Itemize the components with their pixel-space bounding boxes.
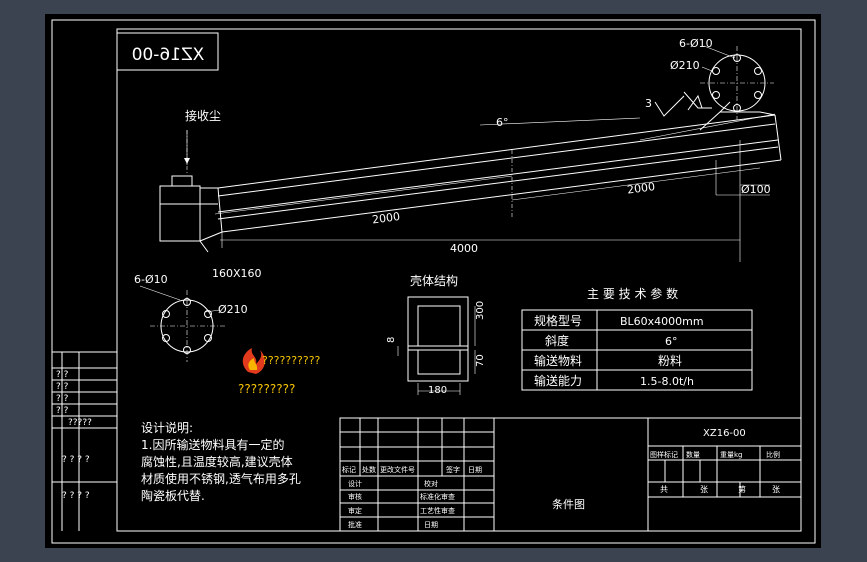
- tb-top-label-0: 图样标记: [650, 450, 678, 459]
- param-value-1: 6°: [665, 335, 678, 348]
- shell-dim-8: 8: [386, 337, 397, 343]
- code-box-text: XZ16-00: [132, 45, 205, 65]
- flange-top-holes-label: 6-Ø10: [679, 37, 713, 50]
- shell-section: [397, 296, 476, 395]
- param-value-2: 粉料: [658, 354, 682, 368]
- tb-role-2: 审定: [348, 506, 362, 515]
- watermark-line2: ?????????: [238, 382, 295, 396]
- tb-role2-3: 日期: [424, 521, 438, 529]
- tb-top-label-1: 数量: [686, 450, 700, 459]
- code-box: XZ16-00: [116, 32, 219, 71]
- tb-rev-header-1: 处数: [362, 465, 376, 474]
- shell-dim-180: 180: [428, 385, 447, 396]
- tb-rev-header-3: 签字: [446, 465, 460, 474]
- title-block: [339, 417, 802, 532]
- left-strip-cell-0: ? ?: [56, 370, 69, 380]
- design-notes-title: 设计说明:: [141, 420, 193, 435]
- tb-rev-header-2: 更改文件号: [380, 465, 415, 474]
- left-strip-cell-2: ? ?: [56, 394, 69, 404]
- tech-params-title: 主 要 技 术 参 数: [587, 286, 678, 301]
- flange-left-dia-label: Ø210: [218, 303, 248, 316]
- angle-top-label: 6°: [496, 116, 509, 129]
- flange-left: [139, 285, 226, 362]
- outer-frame: [51, 19, 816, 544]
- title-block-drawing-name: 条件图: [552, 497, 585, 511]
- tb-rev-header-0: 标记: [342, 465, 356, 474]
- tb-role-3: 批准: [348, 520, 362, 529]
- tb-bottom-label-3: 张: [772, 485, 780, 494]
- left-strip-cell-4: ?????: [68, 418, 92, 428]
- dim-phi100: Ø100: [741, 183, 771, 196]
- param-label-1: 斜度: [545, 333, 569, 348]
- design-note-line-1: 腐蚀性,且温度较高,建议壳体: [141, 454, 293, 469]
- param-value-3: 1.5-8.0t/h: [640, 375, 694, 388]
- tb-role-1: 审核: [348, 492, 362, 501]
- tb-top-label-2: 重量kg: [720, 451, 743, 459]
- conveyor-body: [159, 101, 782, 253]
- param-label-2: 输送物料: [534, 353, 582, 368]
- shell-dim-70: 70: [475, 354, 486, 367]
- param-label-0: 规格型号: [534, 313, 582, 328]
- tb-bottom-label-0: 共: [660, 485, 668, 494]
- design-note-line-3: 陶瓷板代替.: [141, 488, 205, 503]
- design-note-line-2: 材质使用不锈钢,透气布用多孔: [141, 471, 301, 486]
- tb-role-0: 设计: [348, 479, 362, 488]
- left-strip-cell-6: ? ? ? ?: [62, 491, 90, 501]
- left-strip-cell-5: ? ? ? ?: [62, 455, 90, 465]
- flange-top-dia-label: Ø210: [670, 59, 700, 72]
- dimension-lines: [186, 113, 776, 262]
- tb-bottom-label-2: 第: [738, 484, 746, 494]
- title-block-code: XZ16-00: [703, 428, 746, 439]
- tb-rev-header-4: 日期: [468, 466, 482, 474]
- param-label-3: 输送能力: [534, 373, 582, 388]
- design-note-line-0: 1.因所输送物料具有一定的: [141, 437, 284, 452]
- flame-logo-icon: [242, 348, 265, 374]
- tb-role2-0: 校对: [424, 479, 438, 488]
- left-strip-table: [52, 351, 117, 531]
- dust-inlet-label: 接收尘: [185, 108, 221, 123]
- watermark-line1: ??????????: [262, 354, 321, 367]
- dim-2000-right: 2000: [626, 180, 655, 197]
- flange-left-holes-label: 6-Ø10: [134, 273, 168, 286]
- roughness-symbol: [654, 91, 712, 117]
- tb-role2-1: 标准化审查: [420, 492, 455, 501]
- tb-role2-2: 工艺性审查: [420, 506, 455, 515]
- flange-top-right: [700, 45, 774, 120]
- left-strip-cell-1: ? ?: [56, 382, 69, 392]
- tech-params-table: [521, 309, 753, 391]
- tb-top-label-3: 比例: [766, 450, 780, 459]
- shell-title: 壳体结构: [410, 273, 458, 288]
- tb-bottom-label-1: 张: [700, 485, 708, 494]
- inlet-size-label: 160X160: [212, 267, 262, 280]
- drawing-sheet: [45, 14, 821, 548]
- left-strip-cell-3: ? ?: [56, 406, 69, 416]
- arrow-number: 3: [645, 97, 652, 110]
- dim-2000-lower: 2000: [371, 210, 400, 227]
- inlet-arrow: [184, 158, 190, 164]
- param-value-0: BL60x4000mm: [620, 315, 704, 328]
- dim-4000: 4000: [450, 242, 478, 255]
- shell-dim-300: 300: [475, 301, 486, 320]
